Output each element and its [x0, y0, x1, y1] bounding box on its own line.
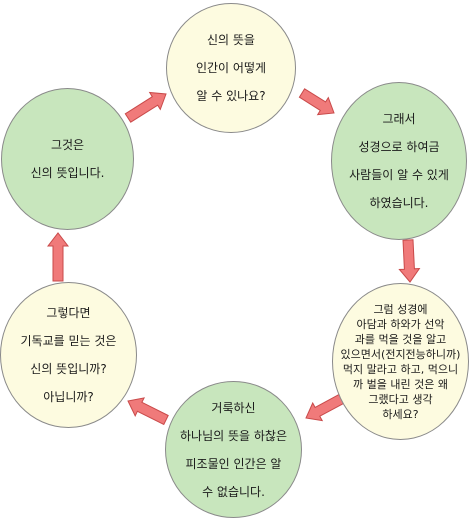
node-text-line: 인간이 어떻게: [195, 61, 267, 75]
node-text-line: 까 벌을 내린 것은 왜: [353, 377, 448, 391]
node-text-line: 아담과 하와가 선악: [356, 317, 445, 331]
node-text-line: 사람들이 알 수 있게: [349, 168, 449, 182]
node-text-line: 그럼 성경에: [373, 302, 428, 316]
arrow-lower-left-to-upper-left: [46, 232, 70, 282]
node-text-line: 그랬다고 생각: [368, 392, 433, 406]
node-text-line: 신의 뜻입니까?: [30, 362, 107, 376]
node-text-line: 알 수 있나요?: [196, 89, 266, 103]
node-text-line: 하였습니다.: [369, 196, 429, 210]
node-text-line: 피조물인 인간은 알: [185, 456, 282, 471]
arrow-upper-right-to-lower-right: [398, 239, 421, 283]
node-text-line: 신의 뜻입니다.: [30, 166, 105, 180]
node-text-line: 있으면서(전지전능하니까): [340, 347, 461, 361]
node-text-line: 기독교를 믿는 것은: [20, 334, 117, 348]
node-text-line: 그렇다면: [46, 306, 91, 320]
node-text-line: 하세요?: [382, 407, 419, 421]
node-text-line: 수 없습니다.: [202, 484, 265, 499]
node-text-line: 하나님의 뜻을 하찮은: [180, 428, 287, 443]
arrow-bottom-to-lower-left: [127, 397, 169, 426]
node-text-line: 성경으로 하여금: [358, 140, 440, 154]
node-text-line: 아닙니까?: [43, 390, 94, 404]
arrow-upper-left-to-top: [124, 91, 167, 123]
node-text-line: 거룩하신: [211, 400, 256, 415]
node-text-line: 과를 먹을 것을 알고: [354, 332, 447, 346]
node-text-line: 신의 뜻을: [207, 33, 255, 47]
node-text-line: 그래서: [382, 112, 416, 126]
arrow-top-to-upper-right: [298, 88, 335, 116]
node-text-line: 그것은: [50, 138, 85, 152]
node-text-line: 먹지 말라고 하고, 먹으니: [342, 362, 459, 376]
